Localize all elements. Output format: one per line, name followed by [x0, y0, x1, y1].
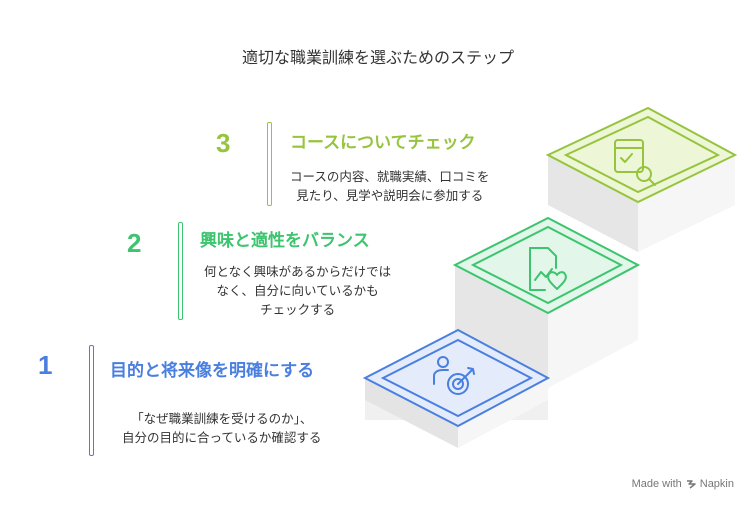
step-1-description: 「なぜ職業訓練を受けるのか」、 自分の目的に合っているか確認する [122, 411, 322, 445]
diagram-title: 適切な職業訓練を選ぶためのステップ [241, 48, 514, 67]
step-1-number: 1 [38, 350, 53, 380]
step-2-number: 2 [127, 228, 142, 258]
step-3-number: 3 [216, 128, 231, 158]
made-with-napkin: Made with Napkin [632, 478, 734, 490]
step-1-heading: 目的と将来像を明確にする [110, 361, 315, 381]
chart-heart-icon [529, 247, 567, 291]
step-3-block [545, 106, 738, 252]
step-3-description: コースの内容、就職実績、口コミを 見たり、見学や説明会に参加する [290, 169, 490, 203]
step-2-description: 何となく興味があるからだけでは なく、自分に向いているかも チェックする [204, 264, 392, 317]
napkin-brand: Napkin [699, 478, 734, 490]
step-3-heading: コースについてチェック [290, 133, 476, 153]
napkin-logo-icon [686, 480, 696, 489]
step-2-heading: 興味と適性をバランス [200, 231, 370, 251]
made-with-label: Made with [631, 478, 682, 490]
step-1-bar [89, 345, 94, 456]
browser-search-icon [614, 139, 656, 186]
step-3-bar [267, 122, 272, 206]
target-person-icon [433, 356, 475, 395]
step-2-bar [178, 222, 183, 320]
step-2-block [452, 216, 641, 388]
